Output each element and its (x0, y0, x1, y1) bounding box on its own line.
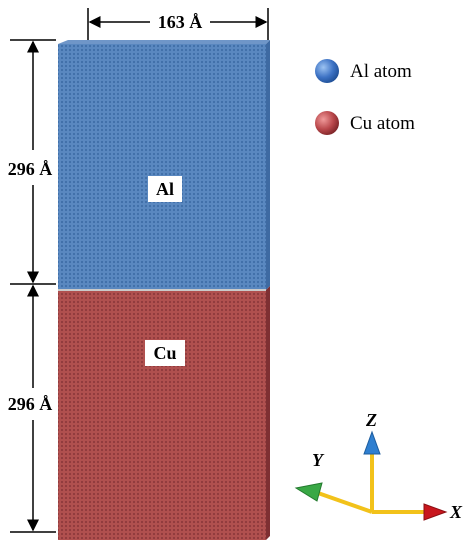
cu-height-label: 296 Å (8, 394, 53, 414)
al-block: Al (58, 40, 270, 290)
legend: Al atom Cu atom (315, 59, 415, 135)
z-axis-arrowhead (363, 430, 381, 455)
cu-atom-legend-label: Cu atom (350, 113, 415, 134)
cu-label: Cu (153, 343, 176, 363)
x-axis-arrowhead (423, 503, 448, 521)
width-dimension: 163 Å (87, 8, 269, 40)
al-label: Al (156, 179, 174, 199)
cu-height-dimension: 296 Å (8, 284, 56, 533)
y-axis-arrowhead (294, 482, 323, 502)
al-block-side-face (266, 40, 270, 290)
al-atom-legend-label: Al atom (350, 61, 412, 82)
al-block-top-face (58, 40, 270, 44)
y-axis-label: Y (312, 450, 325, 470)
al-atom-legend-ball (315, 59, 339, 83)
y-axis-shaft (317, 491, 373, 514)
al-height-label: 296 Å (8, 159, 53, 179)
x-axis-label: X (449, 502, 463, 522)
z-axis-label: Z (365, 410, 377, 430)
cu-label-box (145, 340, 185, 366)
width-label: 163 Å (158, 12, 203, 32)
cu-block-side-face (266, 286, 270, 540)
al-label-box (148, 176, 182, 202)
cu-atom-legend-ball (315, 111, 339, 135)
al-block-front-face (58, 44, 266, 290)
al-height-dimension: 296 Å (8, 39, 56, 285)
cu-block-front-face (58, 290, 266, 540)
coordinate-axes: Z X Y (294, 410, 463, 522)
cu-block: Cu (58, 286, 270, 540)
